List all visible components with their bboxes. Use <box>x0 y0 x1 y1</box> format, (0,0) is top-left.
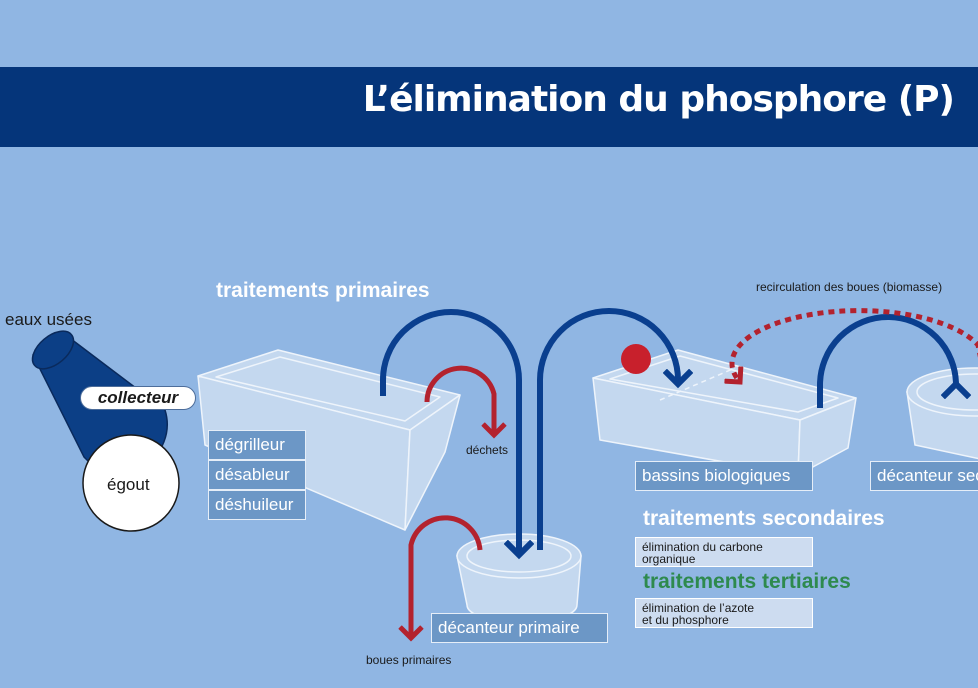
label-collecteur: collecteur <box>80 386 196 410</box>
step-degrilleur: dégrilleur <box>208 430 306 460</box>
sewer-pipe <box>31 330 180 532</box>
biological-basin <box>592 349 857 476</box>
unit-decanteur-primaire: décanteur primaire <box>431 613 608 643</box>
page-title: L’élimination du phosphore (P) <box>362 79 955 120</box>
heading-traitements-tertiaires: traitements tertiaires <box>643 570 851 593</box>
flow-arrow-to-basin <box>537 308 678 550</box>
note-secondaires: élimination du carbone organique <box>635 537 813 567</box>
waste-arrow-dechets <box>424 365 494 435</box>
recirculation-arrow <box>732 308 978 382</box>
waste-arrow-boues-primaires <box>411 515 483 638</box>
note-secondaires-line2: organique <box>642 552 696 566</box>
secondary-clarifier <box>906 367 978 460</box>
phosphorus-dot <box>621 344 651 374</box>
label-egout: égout <box>107 475 150 494</box>
step-desableur: désableur <box>208 460 306 490</box>
unit-decanteur-secondaire: décanteur secondaire <box>870 461 978 491</box>
title-banner: L’élimination du phosphore (P) <box>0 67 978 147</box>
label-recirculation: recirculation des boues (biomasse) <box>756 280 943 294</box>
label-dechets: déchets <box>466 443 509 457</box>
note-secondaires-line1: élimination du carbone <box>642 540 763 554</box>
note-tertiaires-line2: et du phosphore <box>642 613 729 627</box>
note-tertiaires: élimination de l’azote et du phosphore <box>635 598 813 628</box>
label-boues-primaires: boues primaires <box>366 653 452 667</box>
step-deshuileur: déshuileur <box>208 490 306 520</box>
flow-arrow-to-secondary-clarifier <box>817 314 956 408</box>
heading-traitements-primaires: traitements primaires <box>216 279 430 302</box>
unit-bassins-biologiques: bassins biologiques <box>635 461 813 491</box>
sewer-opening <box>82 434 180 532</box>
flow-arrow-to-clarifier <box>380 309 519 555</box>
label-eaux-usees: eaux usées <box>5 310 92 329</box>
note-tertiaires-line1: élimination de l’azote <box>642 601 755 615</box>
heading-traitements-secondaires: traitements secondaires <box>643 507 885 530</box>
